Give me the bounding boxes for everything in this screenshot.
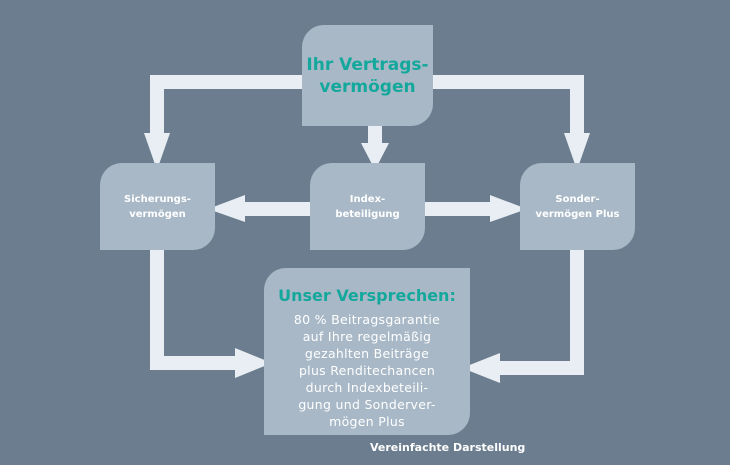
index-participation-box: Index- beteiligung	[310, 163, 425, 250]
right-box-line1: Sonder-	[555, 193, 600, 205]
caption: Vereinfachte Darstellung	[370, 441, 526, 454]
arrow-top-to-middle	[361, 126, 389, 170]
left-box-line2: vermögen	[129, 208, 186, 220]
arrow-right-to-bottom	[462, 250, 584, 383]
promise-line: gung und Sonderver-	[298, 397, 436, 412]
promise-line: gezahlten Beiträge	[304, 346, 430, 361]
arrow-middle-to-left	[208, 195, 310, 222]
promise-line: 80 % Beitragsgarantie	[293, 312, 441, 327]
arrow-left-to-bottom	[150, 250, 272, 378]
arrow-top-to-right	[433, 75, 590, 170]
special-assets-plus-box: Sonder- vermögen Plus	[520, 163, 635, 250]
promise-title: Unser Versprechen:	[278, 286, 456, 305]
left-box-line1: Sicherungs-	[124, 193, 191, 205]
arrow-top-to-left	[144, 75, 302, 170]
middle-box-line2: beteiligung	[335, 208, 400, 220]
top-box-line1: Ihr Vertrags-	[306, 54, 429, 75]
promise-box: Unser Versprechen: 80 % Beitragsgarantie…	[264, 268, 470, 435]
promise-line: mögen Plus	[329, 414, 405, 429]
contract-assets-box: Ihr Vertrags- vermögen	[302, 25, 433, 126]
promise-line: plus Renditechancen	[298, 363, 436, 378]
security-assets-box: Sicherungs- vermögen	[100, 163, 215, 250]
promise-line: auf Ihre regelmäßig	[302, 329, 432, 344]
middle-box-line1: Index-	[349, 193, 386, 205]
promise-line: durch Indexbeteili-	[305, 380, 429, 395]
arrow-middle-to-right	[425, 195, 527, 222]
right-box-line2: vermögen Plus	[535, 208, 620, 220]
top-box-line2: vermögen	[319, 76, 416, 97]
